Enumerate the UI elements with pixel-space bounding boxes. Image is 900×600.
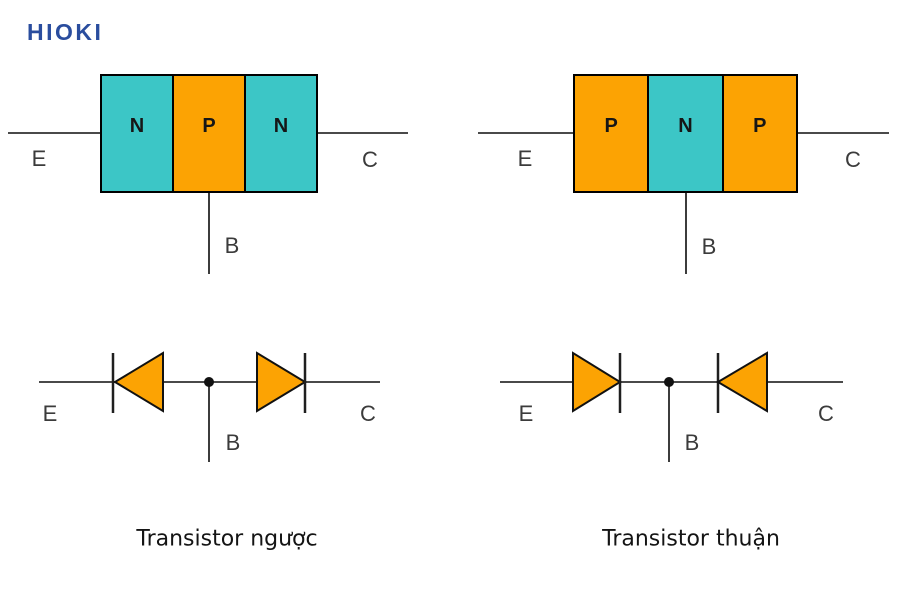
pnp-diode-emitter-label: E	[518, 401, 534, 426]
npn-block-leads	[8, 132, 408, 274]
segment-label: P	[753, 115, 767, 137]
pnp-diode-collector-label: C	[818, 401, 834, 426]
hioki-logo: HIOKI	[27, 19, 104, 45]
segment-label: P	[604, 115, 618, 137]
npn-segment-p: P	[172, 76, 244, 191]
npn-diode-collector-label: C	[360, 401, 376, 426]
diode-arrow-right-icon	[256, 351, 307, 413]
segment-label: N	[273, 115, 289, 137]
diode-arrow-right-icon	[572, 351, 622, 413]
npn-segment-n1: N	[102, 76, 172, 191]
npn-base-label: B	[224, 233, 240, 258]
junction-dot-icon	[204, 377, 214, 387]
pnp-diode-base-label: B	[684, 430, 700, 455]
npn-diode-symbol	[39, 351, 380, 462]
pnp-diode-symbol	[500, 351, 843, 462]
pnp-emitter-label: E	[517, 146, 533, 171]
caption-transistor-nguoc: Transistor ngược	[136, 526, 318, 552]
npn-segment-n2: N	[244, 76, 316, 191]
pnp-block-leads	[478, 132, 889, 274]
caption-transistor-thuan: Transistor thuận	[602, 526, 780, 552]
pnp-segment-p1: P	[575, 76, 648, 191]
segment-label: N	[129, 115, 145, 137]
diode-arrow-left-icon	[716, 351, 768, 413]
npn-collector-label: C	[362, 147, 378, 172]
npn-block: N P N	[100, 74, 318, 193]
pnp-collector-label: C	[845, 147, 861, 172]
npn-diode-base-label: B	[225, 430, 241, 455]
diode-arrow-left-icon	[113, 351, 164, 413]
npn-diode-emitter-label: E	[42, 401, 58, 426]
pnp-block: P N P	[573, 74, 798, 193]
pnp-segment-p2: P	[721, 76, 796, 191]
junction-dot-icon	[664, 377, 674, 387]
pnp-segment-n: N	[647, 76, 722, 191]
pnp-base-label: B	[701, 234, 717, 259]
segment-label: P	[202, 115, 216, 137]
segment-label: N	[678, 115, 693, 137]
npn-emitter-label: E	[31, 146, 47, 171]
